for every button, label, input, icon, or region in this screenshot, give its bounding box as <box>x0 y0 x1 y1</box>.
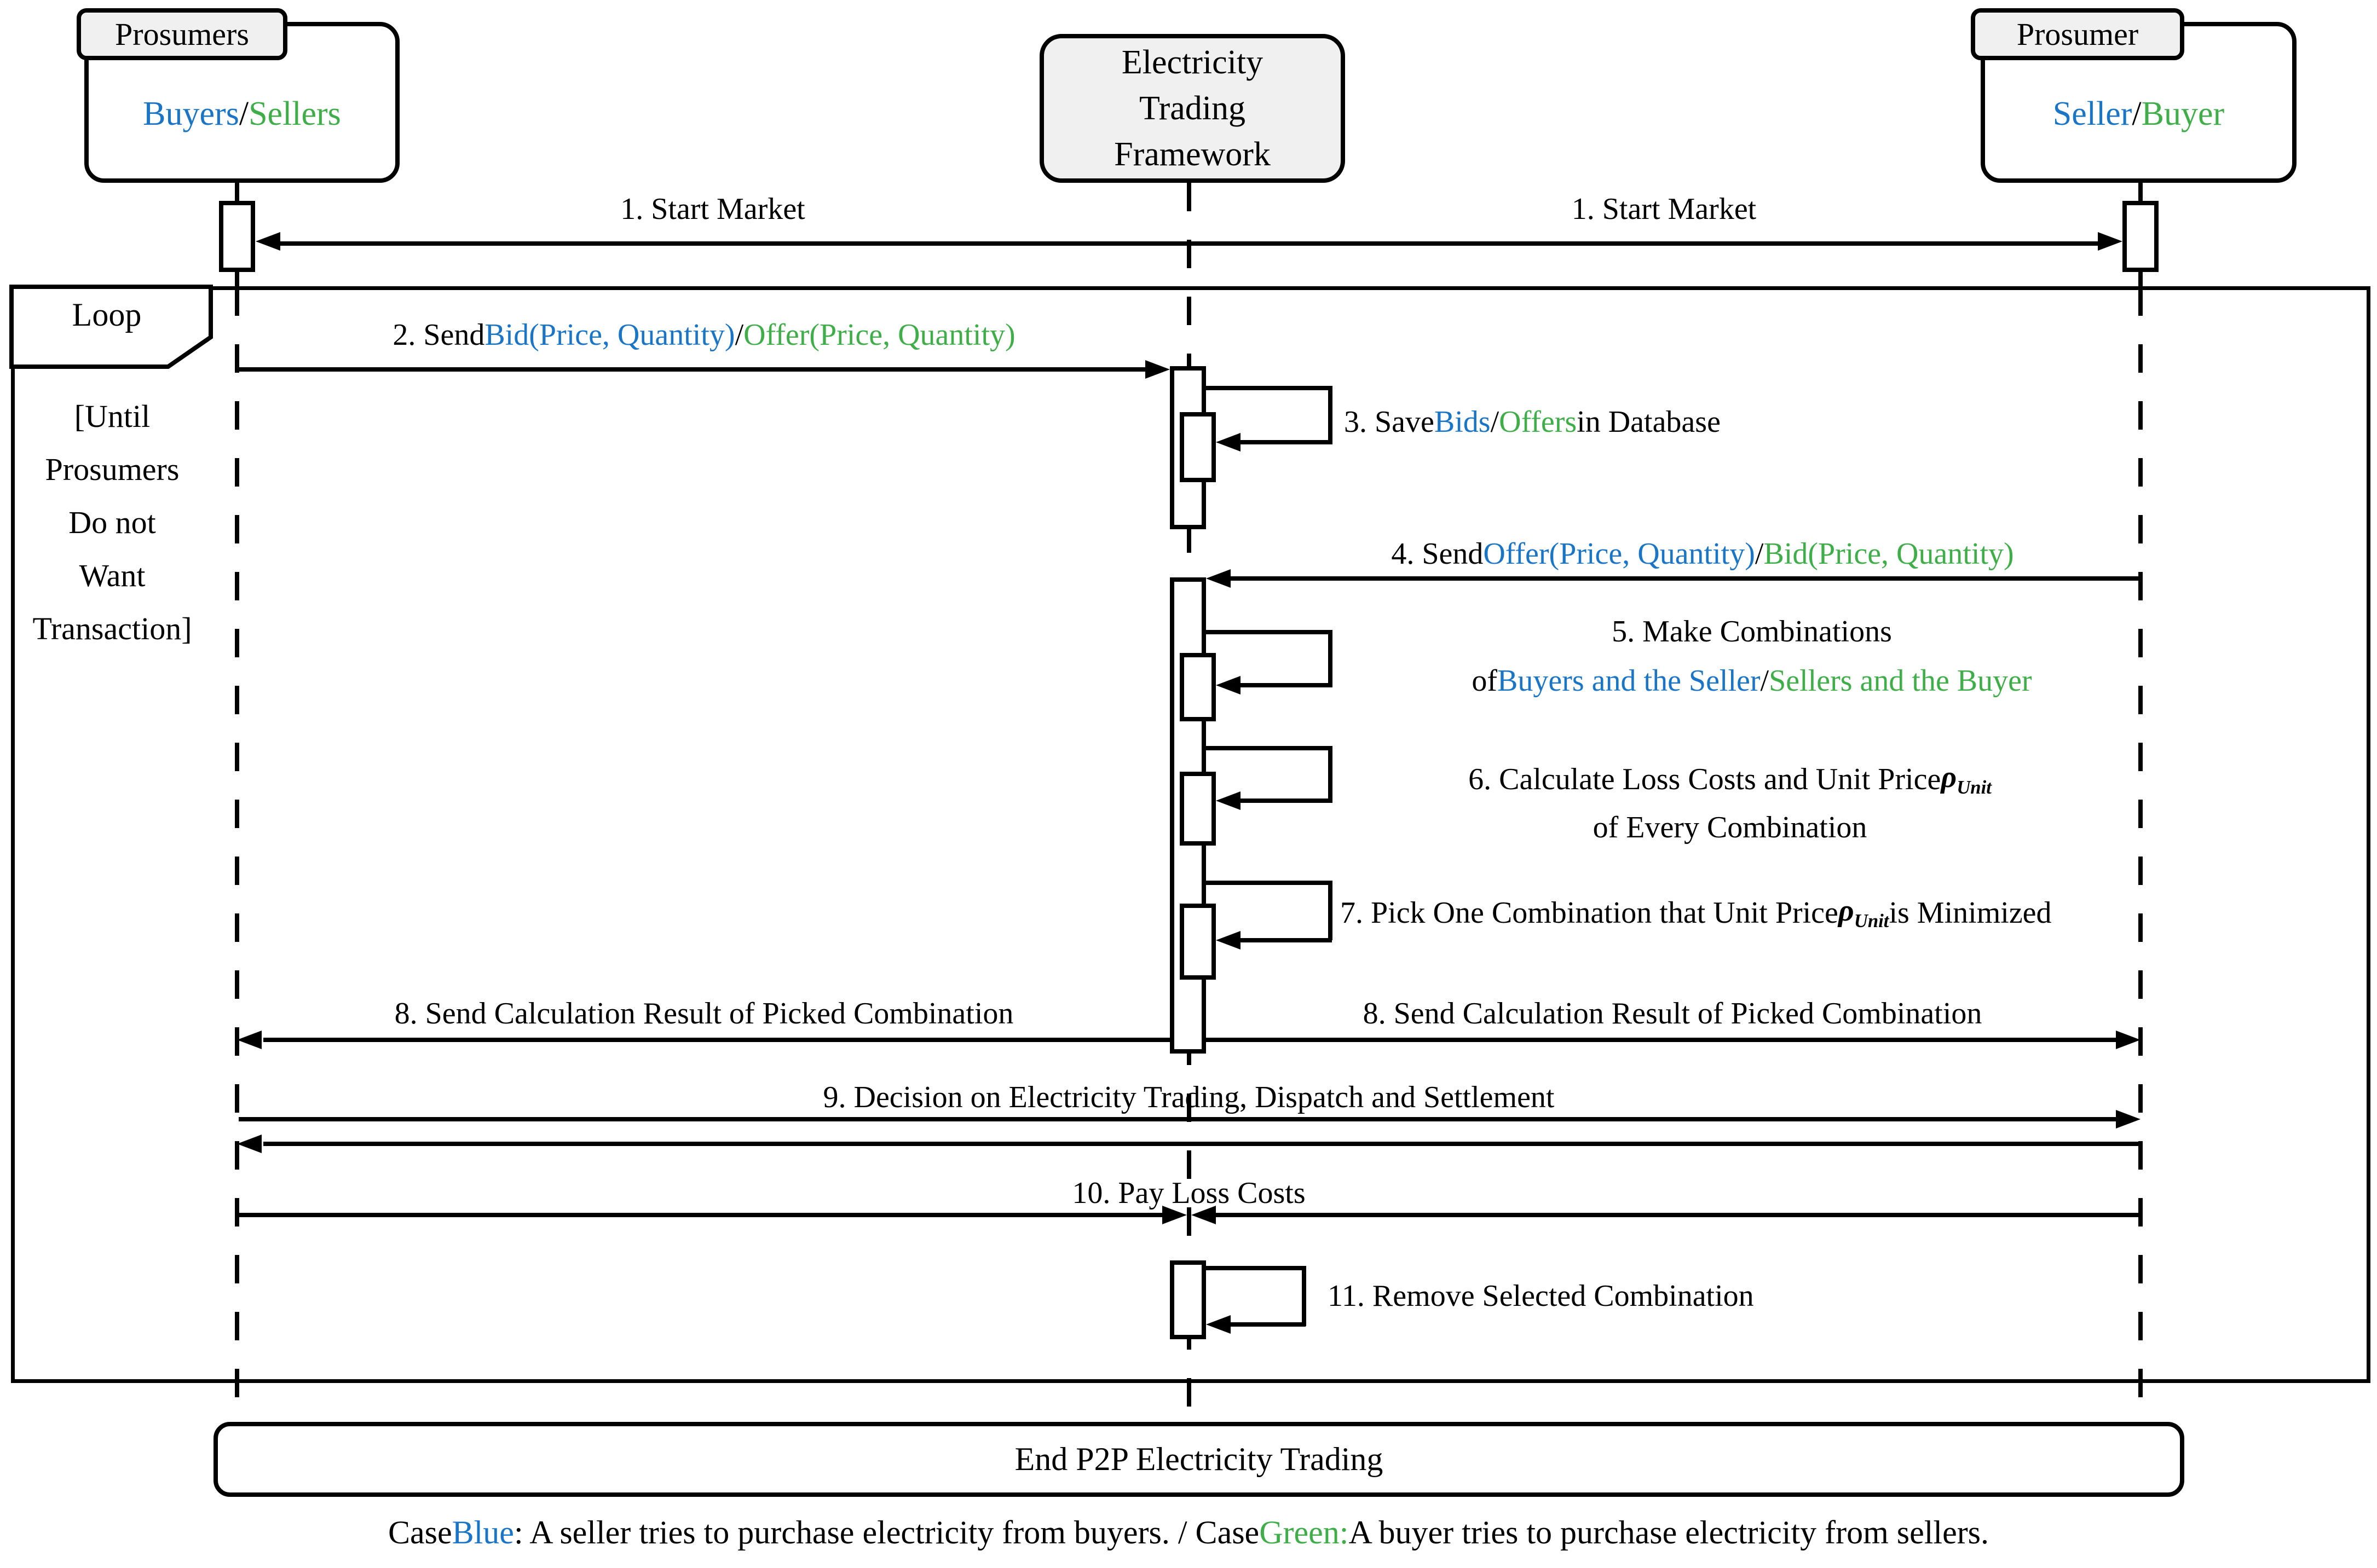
message-1-arrowhead-left <box>256 232 280 251</box>
lifeline-left-stub-top <box>235 183 239 202</box>
activation-center-b-nested-3 <box>1180 904 1216 980</box>
activation-left <box>219 201 255 272</box>
framework-line-2: Trading <box>1139 90 1246 127</box>
message-10-arrowhead-center-left <box>1191 1206 1216 1224</box>
message-7-line-down <box>1328 881 1332 940</box>
message-6-line-down <box>1328 746 1332 803</box>
message-9-arrowhead-right <box>2116 1110 2141 1129</box>
message-9-arrowhead-left <box>237 1135 262 1153</box>
message-5-line-down <box>1328 630 1332 687</box>
message-11-line-down <box>1302 1266 1306 1326</box>
message-8-label-left: 8. Send Calculation Result of Picked Com… <box>394 997 1014 1031</box>
actor-prosumer-label: Seller / Buyer <box>2052 95 2225 132</box>
loop-guard-line-5: Transaction] <box>32 611 192 646</box>
message-6-arrowhead <box>1216 791 1241 810</box>
message-3-arrowhead <box>1216 433 1241 452</box>
message-1-label-right: 1. Start Market <box>1571 192 1757 226</box>
message-5-label-line-1: 5. Make Combinations <box>1612 615 1892 649</box>
actor-prosumer-tab: Prosumer <box>1971 8 2184 60</box>
activation-center-a-nested <box>1180 412 1216 482</box>
message-8-line-left <box>263 1038 1170 1042</box>
message-3-line-down <box>1328 386 1332 444</box>
message-1-line <box>276 241 2099 246</box>
caption: Case Blue: A seller tries to purchase el… <box>388 1514 1989 1550</box>
message-9-line-forward <box>239 1117 2118 1121</box>
framework-line-3: Framework <box>1114 136 1271 173</box>
message-10-line-right <box>1213 1213 2141 1217</box>
message-6-line-return <box>1238 799 1332 803</box>
message-11-line-out <box>1206 1266 1306 1270</box>
message-6-label-line-1: 6. Calculate Loss Costs and Unit Price ρ… <box>1468 760 1992 799</box>
message-8-label-right: 8. Send Calculation Result of Picked Com… <box>1363 997 1982 1031</box>
message-9-line-back <box>263 1142 2141 1146</box>
message-3-line-out <box>1206 386 1332 390</box>
message-5-label-line-2: of Buyers and the Seller / Sellers and t… <box>1472 664 2032 698</box>
loop-frame <box>11 286 2370 1383</box>
end-box: End P2P Electricity Trading <box>214 1422 2184 1497</box>
message-11-arrowhead <box>1206 1315 1231 1334</box>
lifeline-left <box>235 287 239 1423</box>
message-2-label: 2. Send Bid(Price, Quantity) / Offer(Pri… <box>393 318 1016 352</box>
lifeline-right-stub-top <box>2138 183 2143 202</box>
message-11-label: 11. Remove Selected Combination <box>1328 1279 1754 1313</box>
loop-title: Loop <box>72 296 142 333</box>
message-10-line-left <box>239 1213 1165 1217</box>
message-11-line-return <box>1231 1322 1306 1327</box>
loop-label-pentagon <box>9 285 213 369</box>
loop-guard: [Until Prosumers Do not Want Transaction… <box>0 390 224 655</box>
message-4-label: 4. Send Offer(Price, Quantity) / Bid(Pri… <box>1391 537 2014 571</box>
message-1-label-left: 1. Start Market <box>620 192 805 226</box>
lifeline-right-stub-mid <box>2138 271 2143 288</box>
loop-guard-line-1: [Until <box>74 398 151 434</box>
message-10-label: 10. Pay Loss Costs <box>1072 1176 1306 1210</box>
message-6-line-out <box>1206 746 1332 750</box>
message-7-arrowhead <box>1216 931 1241 950</box>
message-7-line-out <box>1206 881 1332 885</box>
lifeline-right <box>2138 287 2143 1423</box>
activation-center-b-nested-1 <box>1180 653 1216 721</box>
message-9-label: 9. Decision on Electricity Trading, Disp… <box>823 1080 1555 1114</box>
message-7-label: 7. Pick One Combination that Unit Price … <box>1340 894 2052 932</box>
activation-center-c <box>1170 1260 1206 1339</box>
message-2-arrowhead <box>1145 360 1170 379</box>
message-10-arrowhead-center-right <box>1162 1206 1187 1224</box>
loop-guard-line-4: Want <box>79 558 146 593</box>
message-5-line-return <box>1238 683 1332 687</box>
message-4-arrowhead <box>1206 569 1231 588</box>
message-1-arrowhead-right <box>2098 232 2122 251</box>
message-8-arrowhead-right <box>2116 1031 2141 1049</box>
message-7-line-return <box>1238 938 1332 942</box>
actor-prosumers-label: Buyers / Sellers <box>143 95 341 132</box>
message-5-line-out <box>1206 630 1332 634</box>
loop-guard-line-3: Do not <box>68 505 156 540</box>
message-8-line-right <box>1206 1038 2116 1042</box>
message-5-arrowhead <box>1216 676 1241 695</box>
message-3-line-return <box>1238 440 1332 444</box>
lifeline-left-stub-mid <box>235 271 239 288</box>
message-6-label-line-2: of Every Combination <box>1593 811 1867 844</box>
loop-guard-line-2: Prosumers <box>45 452 180 487</box>
activation-right <box>2122 201 2159 272</box>
actor-prosumers-title: Prosumers <box>115 16 249 52</box>
message-8-arrowhead-left <box>237 1031 262 1049</box>
actor-prosumer-title: Prosumer <box>2016 16 2139 52</box>
message-2-line <box>239 367 1150 372</box>
end-box-label: End P2P Electricity Trading <box>1014 1441 1383 1477</box>
message-3-label: 3. Save Bids / Offers in Database <box>1344 405 1721 439</box>
framework-line-1: Electricity <box>1121 44 1263 81</box>
activation-center-b-nested-2 <box>1180 772 1216 846</box>
actor-prosumers-tab: Prosumers <box>77 8 287 60</box>
message-4-line <box>1231 576 2141 581</box>
actor-framework-box: Electricity Trading Framework <box>1040 34 1345 183</box>
